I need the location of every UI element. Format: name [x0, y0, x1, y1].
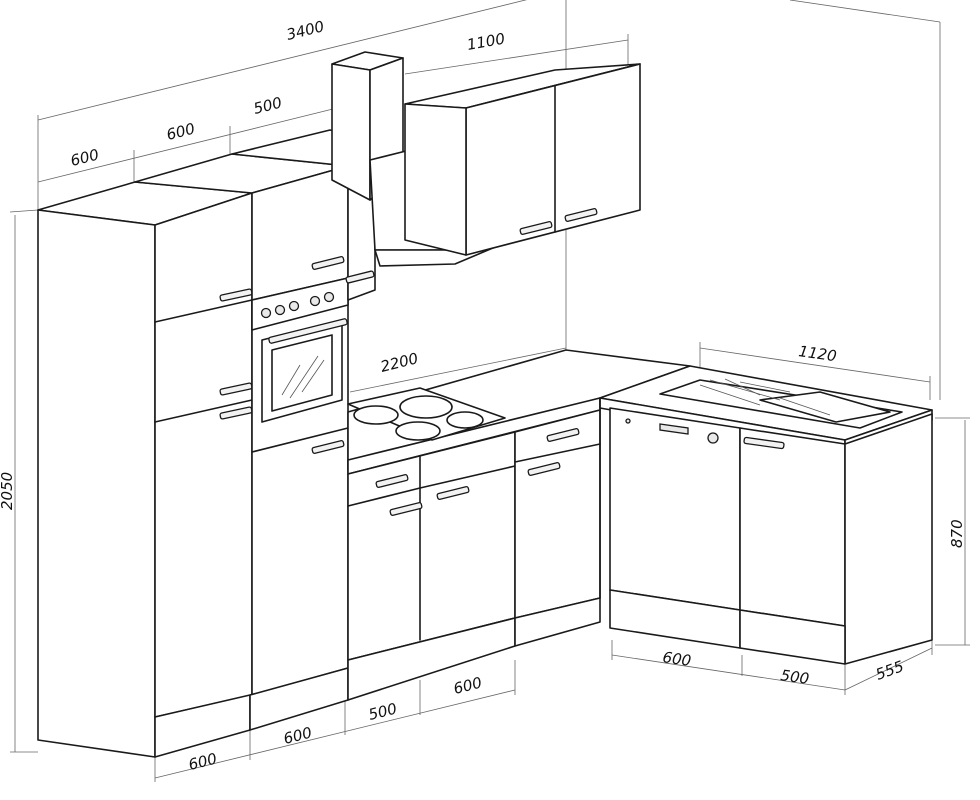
dim-bottom-500-a: 500	[367, 699, 399, 723]
corner-run	[599, 365, 933, 665]
tall-oven-cabinet	[134, 153, 349, 731]
dim-bottom-600-a: 600	[187, 749, 219, 773]
dimension-lines	[9, 0, 970, 782]
dim-top-segment-3: 500	[252, 93, 284, 117]
dim-right-500: 500	[779, 666, 810, 688]
dim-top-segment-2: 600	[165, 119, 197, 143]
dim-height: 2050	[0, 472, 16, 510]
dim-base-height: 870	[948, 519, 966, 548]
counter-and-base	[347, 349, 691, 701]
dim-bottom-600-c: 600	[452, 673, 484, 697]
dim-corner-run: 1120	[797, 342, 837, 365]
dim-depth: 555	[873, 657, 906, 684]
dim-upper-cabinet-width: 1100	[466, 30, 507, 54]
upper-wall-cabinets	[404, 63, 641, 256]
dim-counter-run: 2200	[379, 349, 420, 376]
tall-fridge-cabinet	[37, 181, 253, 758]
dim-right-600: 600	[661, 648, 692, 670]
dim-bottom-600-b: 600	[282, 723, 314, 747]
dim-top-segment-1: 600	[69, 145, 101, 169]
dim-total-width: 3400	[285, 17, 326, 44]
